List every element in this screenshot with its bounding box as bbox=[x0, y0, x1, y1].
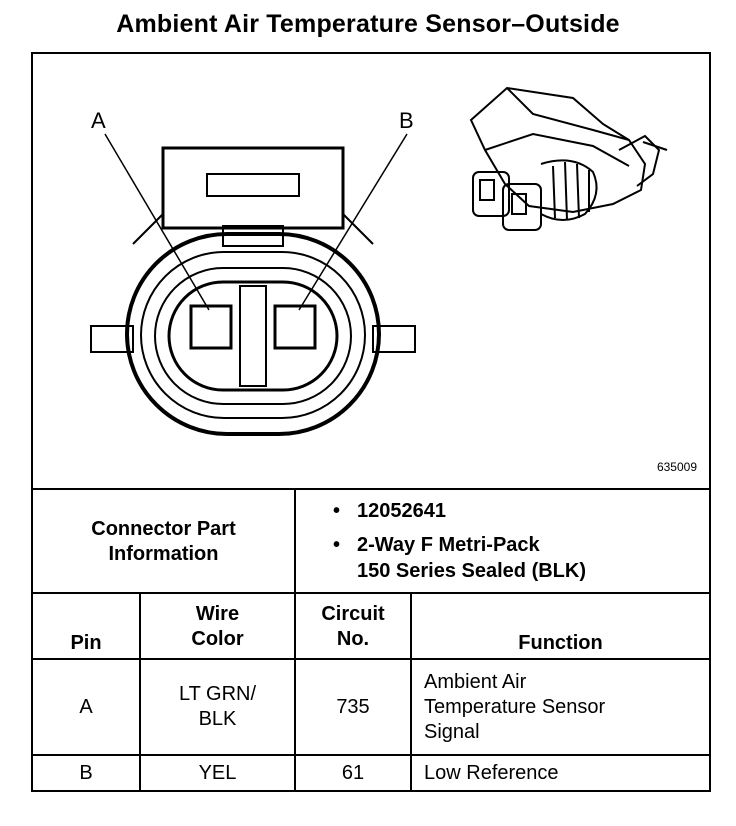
divider bbox=[410, 594, 412, 790]
page-title: Ambient Air Temperature Sensor–Outside bbox=[116, 10, 620, 38]
latch-window bbox=[206, 173, 300, 197]
latch-housing bbox=[161, 146, 345, 230]
divider bbox=[33, 488, 709, 490]
row-a-pin: A bbox=[79, 695, 93, 718]
row-b-function: Low Reference bbox=[424, 761, 559, 784]
terminal-cavity bbox=[167, 280, 339, 392]
header-function: Function bbox=[518, 632, 603, 654]
outer-shell bbox=[125, 232, 381, 436]
row-a-wire-color: LT GRN/BLK bbox=[178, 683, 257, 730]
figure-number: 635009 bbox=[656, 460, 697, 474]
connector-info-heading: Connector Part Information bbox=[91, 518, 236, 565]
row-b-circuit: 61 bbox=[341, 761, 365, 784]
terminal-a bbox=[189, 304, 233, 350]
seal-ring-inner bbox=[154, 267, 352, 405]
divider bbox=[33, 754, 709, 756]
seal-ring-outer bbox=[140, 251, 366, 419]
pin-label-b: B bbox=[399, 108, 414, 133]
divider bbox=[33, 658, 709, 660]
connector-sheet: A B 635009 bbox=[31, 52, 711, 792]
leader-line-b bbox=[298, 133, 408, 311]
leader-line-a bbox=[104, 133, 210, 311]
right-ear bbox=[372, 325, 416, 353]
divider bbox=[294, 594, 296, 790]
row-a-circuit: 735 bbox=[336, 695, 370, 718]
divider bbox=[33, 592, 709, 594]
terminal-b bbox=[273, 304, 317, 350]
row-a-function: Ambient Air Temperature Sensor Signal bbox=[424, 670, 606, 743]
connector-diagram: A B 635009 bbox=[33, 54, 709, 490]
divider bbox=[294, 490, 296, 594]
left-ear bbox=[90, 325, 134, 353]
row-b-pin: B bbox=[79, 761, 93, 784]
connector-type: •2-Way F Metri-Pack 150 Series Sealed (B… bbox=[333, 534, 586, 582]
center-divider bbox=[239, 285, 267, 387]
header-pin: Pin bbox=[70, 632, 102, 654]
connector-face-drawing: A B bbox=[90, 86, 668, 436]
pin-label-a: A bbox=[91, 108, 106, 133]
row-b-wire-color: YEL bbox=[198, 761, 237, 784]
divider bbox=[139, 594, 141, 790]
connector-perspective-drawing bbox=[469, 86, 668, 231]
connector-part-number: •12052641 bbox=[333, 500, 446, 522]
